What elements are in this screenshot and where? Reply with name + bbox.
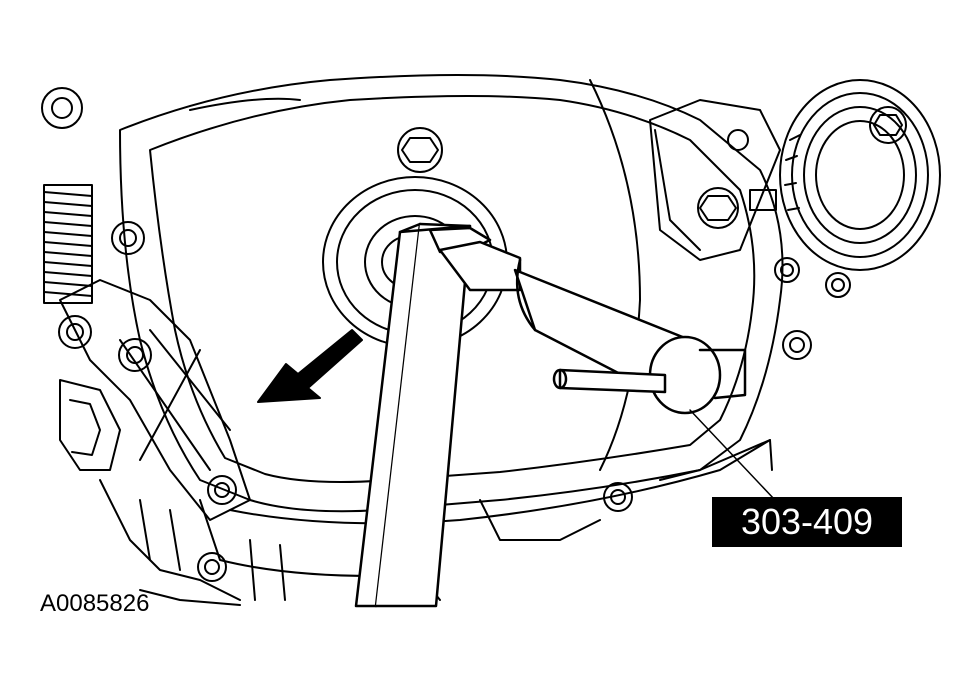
bolt-top-center: [397, 127, 443, 173]
threaded-stud: [43, 184, 93, 304]
bolt-alternator: [697, 187, 739, 229]
left-bracket: [59, 279, 251, 521]
bolt-bottom-left: [197, 552, 227, 582]
oil-pan-edge: [139, 589, 241, 606]
lower-left-casing: [99, 479, 241, 601]
lower-right-casing: [479, 439, 773, 541]
bolt-bracket-lower: [207, 475, 237, 505]
bracket-cross-brace: [119, 329, 231, 471]
bolt-alt-top: [869, 106, 907, 144]
bolt-right-mid: [782, 330, 812, 360]
left-housing: [59, 379, 121, 471]
cover-inner-ridge: [149, 95, 756, 483]
bolt-left-mid: [111, 221, 145, 255]
direction-arrow: [257, 329, 363, 403]
bolt-bottom-center: [603, 482, 633, 512]
cover-seam-right: [589, 79, 641, 471]
pry-bar-handle: [354, 222, 472, 608]
bolt-left-lower: [58, 315, 92, 349]
seal-remover-tool: [428, 226, 747, 415]
bolt-bracket: [118, 338, 152, 372]
bolt-far-right: [825, 272, 851, 298]
alternator-bracket: [649, 99, 781, 261]
alternator-pulley: [779, 79, 941, 271]
tool-number-label: 303-409: [712, 497, 902, 547]
bolt-right-upper: [774, 257, 800, 283]
bolt-top-left: [41, 87, 83, 129]
casing-ribs: [139, 499, 286, 601]
bolt-alt-small: [727, 129, 749, 151]
cover-seam-upper: [189, 97, 301, 111]
front-cover-outline: [119, 74, 784, 513]
left-housing-detail: [69, 399, 101, 456]
figure-id: A0085826: [40, 590, 150, 617]
cover-edge-lower: [229, 439, 771, 525]
